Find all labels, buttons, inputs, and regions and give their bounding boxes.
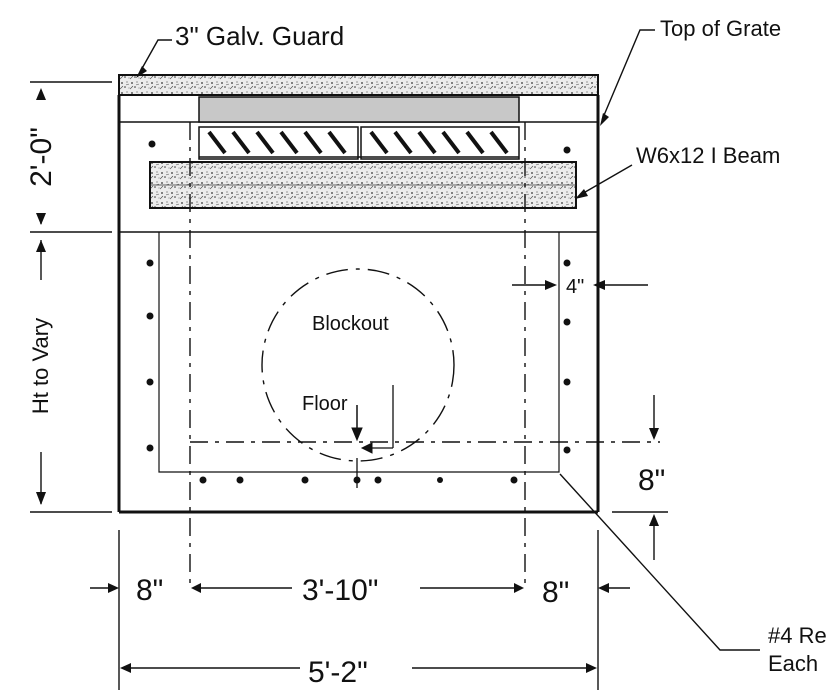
label-height-lower: Ht to Vary — [28, 318, 53, 414]
label-i-beam: W6x12 I Beam — [636, 143, 780, 168]
label-rebar-line1: #4 Re — [768, 623, 827, 648]
galv-guard-strip — [118, 74, 599, 96]
dashed-interior-lines — [189, 122, 660, 590]
label-galv-guard-text: 3" Galv. Guard — [175, 21, 344, 51]
leader-lines — [139, 29, 760, 651]
label-height-upper: 2'-0" — [25, 127, 58, 187]
label-dim-8in-right: 8" — [638, 464, 665, 497]
label-blockout: Blockout — [312, 313, 389, 335]
label-dim-5-2: 5'-2" — [308, 656, 368, 689]
label-top-of-grate: Top of Grate — [660, 16, 781, 41]
rebar-cage-line — [158, 232, 560, 473]
dim-8in-right-lines — [612, 395, 668, 560]
label-dim-8in-bottom: 8" — [542, 576, 569, 609]
grate-top-plate — [198, 96, 520, 123]
label-rebar-line2: Each — [768, 651, 818, 676]
floor-indicator — [351, 385, 394, 488]
label-dim-4in: 4" — [566, 276, 584, 298]
label-dim-3-10: 3'-10" — [302, 574, 378, 607]
label-dim-8in-left: 8" — [136, 574, 163, 607]
rebar-dots — [146, 140, 571, 484]
grate-bars — [198, 126, 520, 160]
blockout-circle — [261, 268, 455, 462]
bottom-dimensions — [90, 530, 630, 690]
label-floor: Floor — [302, 393, 348, 415]
height-dimension — [30, 81, 112, 513]
